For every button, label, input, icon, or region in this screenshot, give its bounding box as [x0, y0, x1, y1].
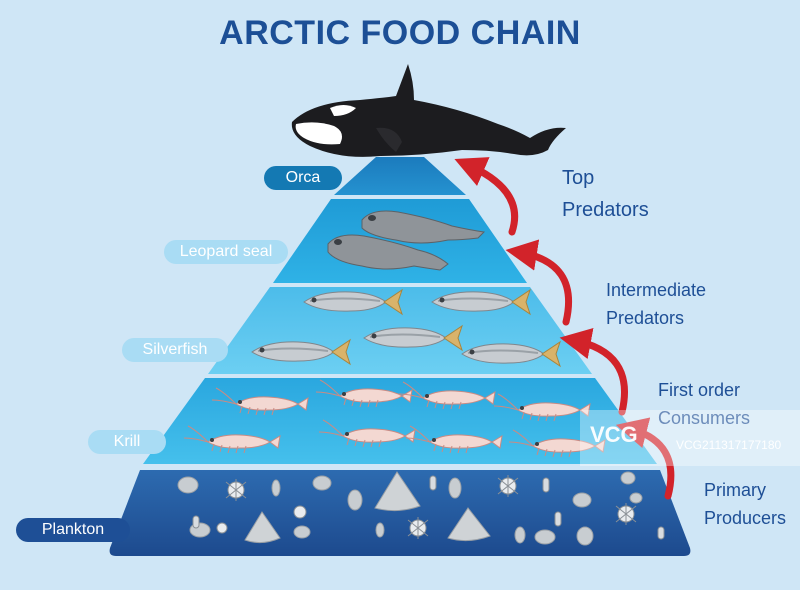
level-line: Top [562, 167, 595, 189]
level-line: Intermediate [606, 280, 707, 300]
tier-label-krill: Krill [88, 430, 166, 454]
krill [493, 393, 591, 422]
krill-icon [183, 379, 606, 458]
level-label-primary-producers: Primary Producers [704, 476, 786, 532]
tier-label-orca: Orca [264, 166, 342, 190]
plankton-icon [177, 471, 665, 546]
silverfish [303, 288, 403, 316]
krill [405, 425, 503, 454]
tier-label-leopard-seal: Leopard seal [164, 240, 288, 264]
level-line: Predators [606, 308, 685, 328]
level-line: Predators [562, 199, 649, 221]
silverfish [461, 340, 561, 368]
fish-icon [251, 288, 561, 368]
krill [318, 419, 416, 448]
watermark: VCG VCG211317177180 [580, 410, 800, 466]
watermark-id: VCG211317177180 [676, 438, 782, 452]
arrow-to-leopard-seal [505, 239, 573, 326]
level-label-first-order-consumers: First order Consumers [658, 376, 750, 432]
seal-icon [327, 210, 486, 271]
silverfish [363, 324, 463, 352]
pyramid-tier-orca [334, 157, 466, 195]
level-line: Producers [704, 508, 787, 528]
level-label-top-predators: Top Predators [562, 162, 649, 226]
level-line: First order [658, 380, 741, 400]
tier-label-plankton: Plankton [16, 518, 130, 542]
silverfish [251, 338, 351, 366]
level-label-intermediate-predators: Intermediate Predators [606, 276, 706, 332]
tier-label-silverfish: Silverfish [122, 338, 228, 362]
krill [398, 381, 496, 410]
level-line: Primary [704, 480, 766, 500]
diagram-title: ARCTIC FOOD CHAIN [219, 14, 581, 52]
krill [211, 387, 309, 416]
watermark-logo: VCG [590, 422, 638, 447]
krill [183, 425, 281, 454]
silverfish [431, 288, 531, 316]
arrow-to-silverfish [559, 328, 629, 416]
krill [508, 429, 606, 458]
level-line: Consumers [658, 408, 751, 428]
arrow-to-orca [454, 157, 519, 236]
orca-icon [291, 64, 566, 157]
krill [315, 379, 413, 408]
arrow-to-krill [615, 417, 675, 500]
